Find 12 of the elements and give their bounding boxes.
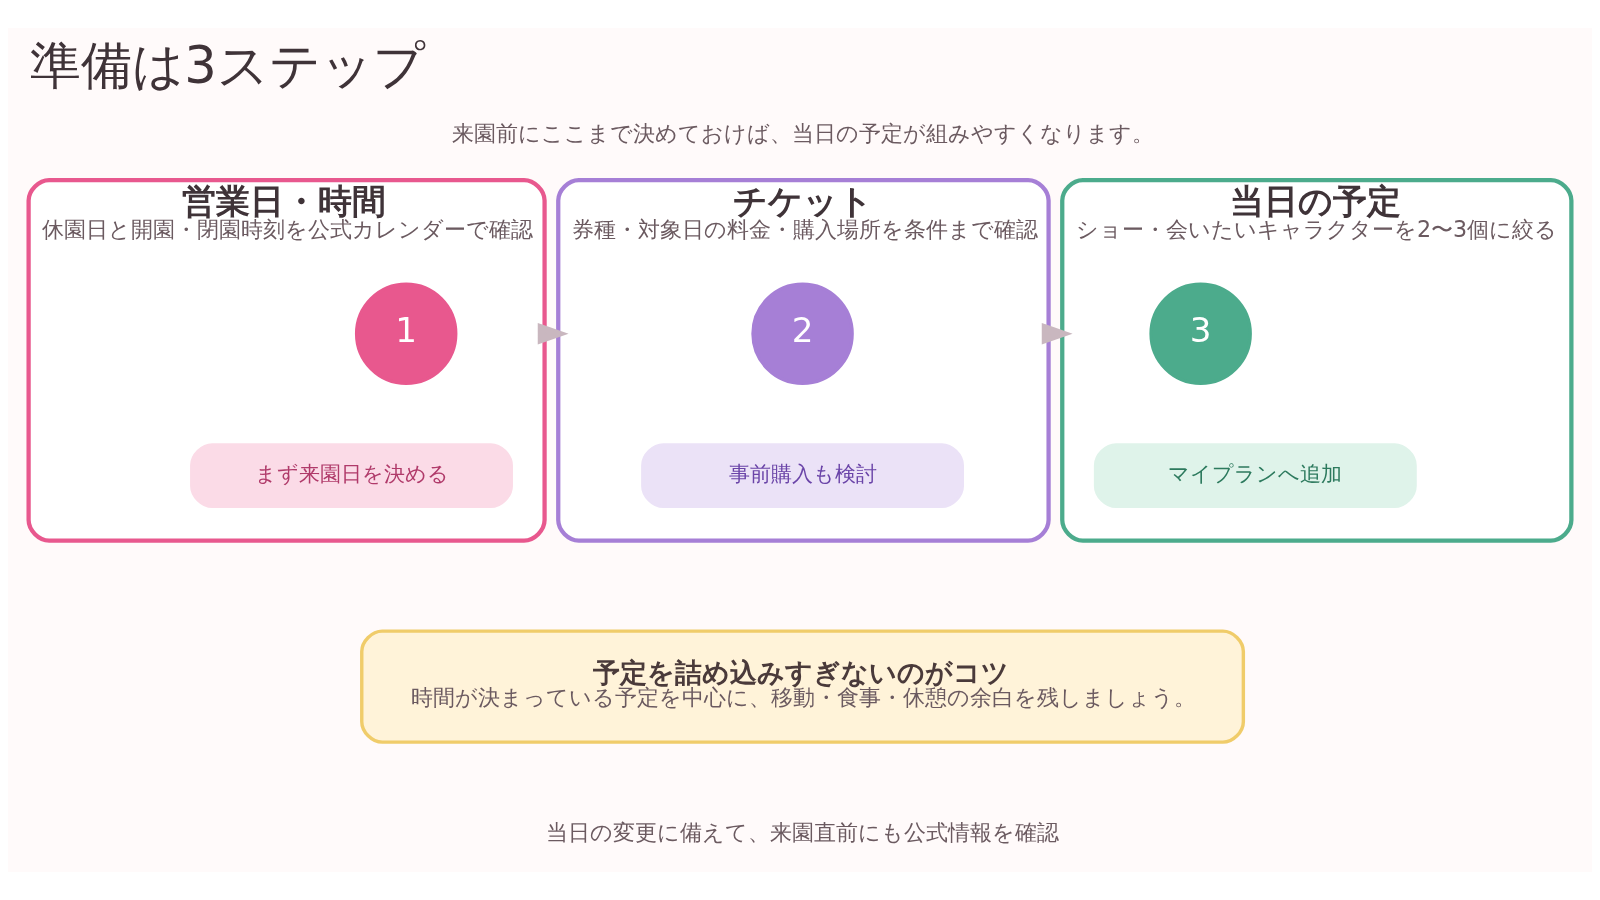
node-box: 予定を詰め込みすぎないのがコツ 時間が決まっている予定を中心に、移動・食事・休憩の余白を残しましょう。 <box>360 629 1246 744</box>
diagram-title: 準備は3ステップ <box>30 34 425 95</box>
label: 来園前にここまで決めておけば、当日の予定が組みやすくなります。 <box>451 120 1154 147</box>
node-circle: 1 <box>354 282 458 386</box>
arrow <box>1041 323 1073 345</box>
node-box: まず来園日を決める <box>190 443 513 509</box>
node-box: マイプランへ追加 <box>1093 443 1417 509</box>
arrow <box>537 323 569 345</box>
node-box: 事前購入も検討 <box>641 443 964 509</box>
node-circle: 2 <box>751 282 854 386</box>
node-circle: 3 <box>1149 282 1252 386</box>
label: 当日の変更に備えて、来園直前にも公式情報を確認 <box>546 819 1060 846</box>
